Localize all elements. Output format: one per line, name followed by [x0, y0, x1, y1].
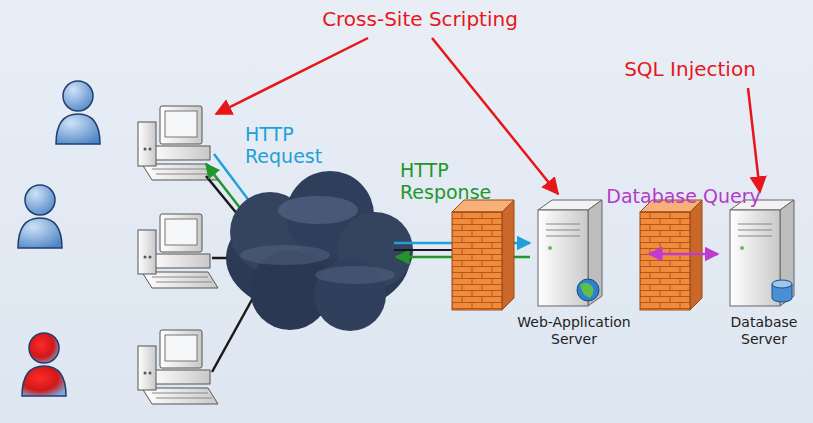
server-node: Web-Application Server	[499, 196, 649, 348]
attack-callout: SQL Injection	[605, 58, 775, 81]
flow-label: HTTP Response	[400, 160, 515, 204]
server-label: Web-Application Server	[499, 314, 649, 348]
attack-callout: Cross-Site Scripting	[290, 8, 550, 31]
server-label: Database Server	[718, 314, 810, 348]
flow-label: HTTP Request	[245, 124, 340, 168]
edge-label: Database Query	[606, 186, 760, 208]
server-node: Database Server	[718, 196, 810, 348]
query-arrow	[649, 253, 718, 256]
